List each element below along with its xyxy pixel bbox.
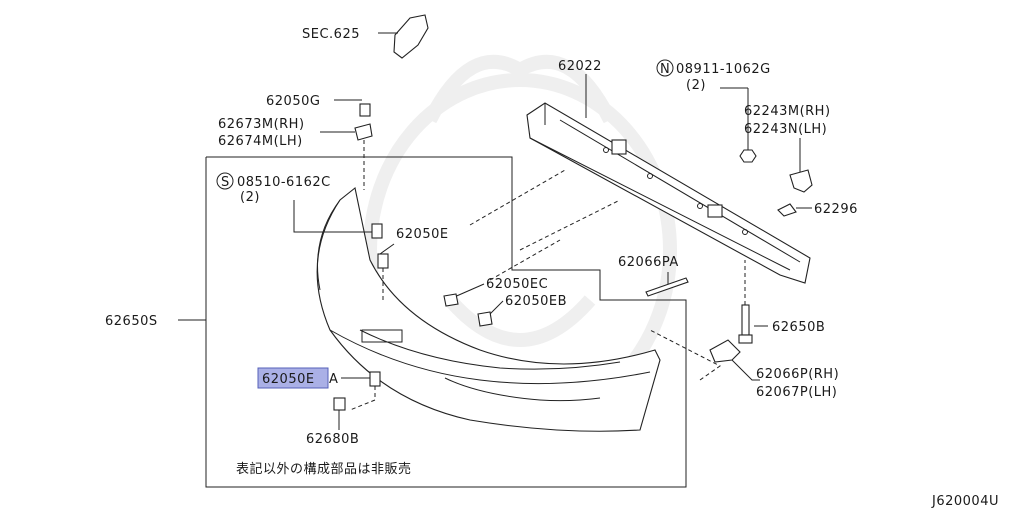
strip-62066pa	[645, 277, 689, 297]
clip-62050e-a	[369, 371, 381, 387]
label-nut-qty: (2)	[686, 78, 706, 93]
bracket-62243	[789, 169, 813, 193]
label-62050eb: 62050EB	[505, 294, 567, 309]
highlight-62050e[interactable]	[257, 367, 329, 389]
label-62066p: 62066P(RH)	[756, 367, 839, 382]
bumper-fascia	[316, 187, 661, 432]
label-nut-code: 08911-1062G	[676, 62, 771, 77]
clip-62050e-top	[377, 253, 389, 269]
label-sec625: SEC.625	[302, 27, 360, 42]
reinforcement-bar	[526, 102, 811, 284]
diagram-code: J620004U	[931, 494, 999, 509]
assembly-frame	[205, 156, 687, 488]
label-62650s: 62650S	[105, 314, 158, 329]
label-62022: 62022	[558, 59, 602, 74]
label-62243n: 62243N(LH)	[744, 122, 827, 137]
clip-62050eb	[477, 311, 493, 327]
label-62296: 62296	[814, 202, 858, 217]
label-62050e-top: 62050E	[396, 227, 449, 242]
label-screw-qty: (2)	[240, 190, 260, 205]
bracket-62673m	[354, 123, 373, 141]
clip-62050g	[359, 103, 371, 117]
label-62067p: 62067P(LH)	[756, 385, 837, 400]
bracket-62066p	[709, 339, 741, 363]
clip-62680b	[333, 397, 346, 411]
label-62050ec: 62050EC	[486, 277, 548, 292]
label-62680b: 62680B	[306, 432, 359, 447]
nut-icon	[739, 149, 757, 163]
clip-62050ec	[443, 293, 459, 307]
label-62050e-highlight[interactable]: 62050E	[262, 372, 315, 387]
label-62050g: 62050G	[266, 94, 320, 109]
label-62066pa: 62066PA	[618, 255, 679, 270]
bolt-62650b	[738, 304, 753, 344]
label-62673m: 62673M(RH)	[218, 117, 305, 132]
screw-icon	[371, 223, 383, 239]
clip-62296	[777, 203, 797, 217]
label-screw-code: 08510-6162C	[237, 175, 331, 190]
label-62674m: 62674M(LH)	[218, 134, 303, 149]
note-jp: 表記以外の構成部品は非販売	[236, 461, 412, 477]
label-62050e-suffix: A	[329, 372, 338, 387]
label-62650b: 62650B	[772, 320, 825, 335]
s-symbol: S	[221, 175, 230, 190]
n-symbol: N	[660, 62, 670, 77]
label-62243m: 62243M(RH)	[744, 104, 831, 119]
bracket-sec625	[393, 14, 429, 59]
